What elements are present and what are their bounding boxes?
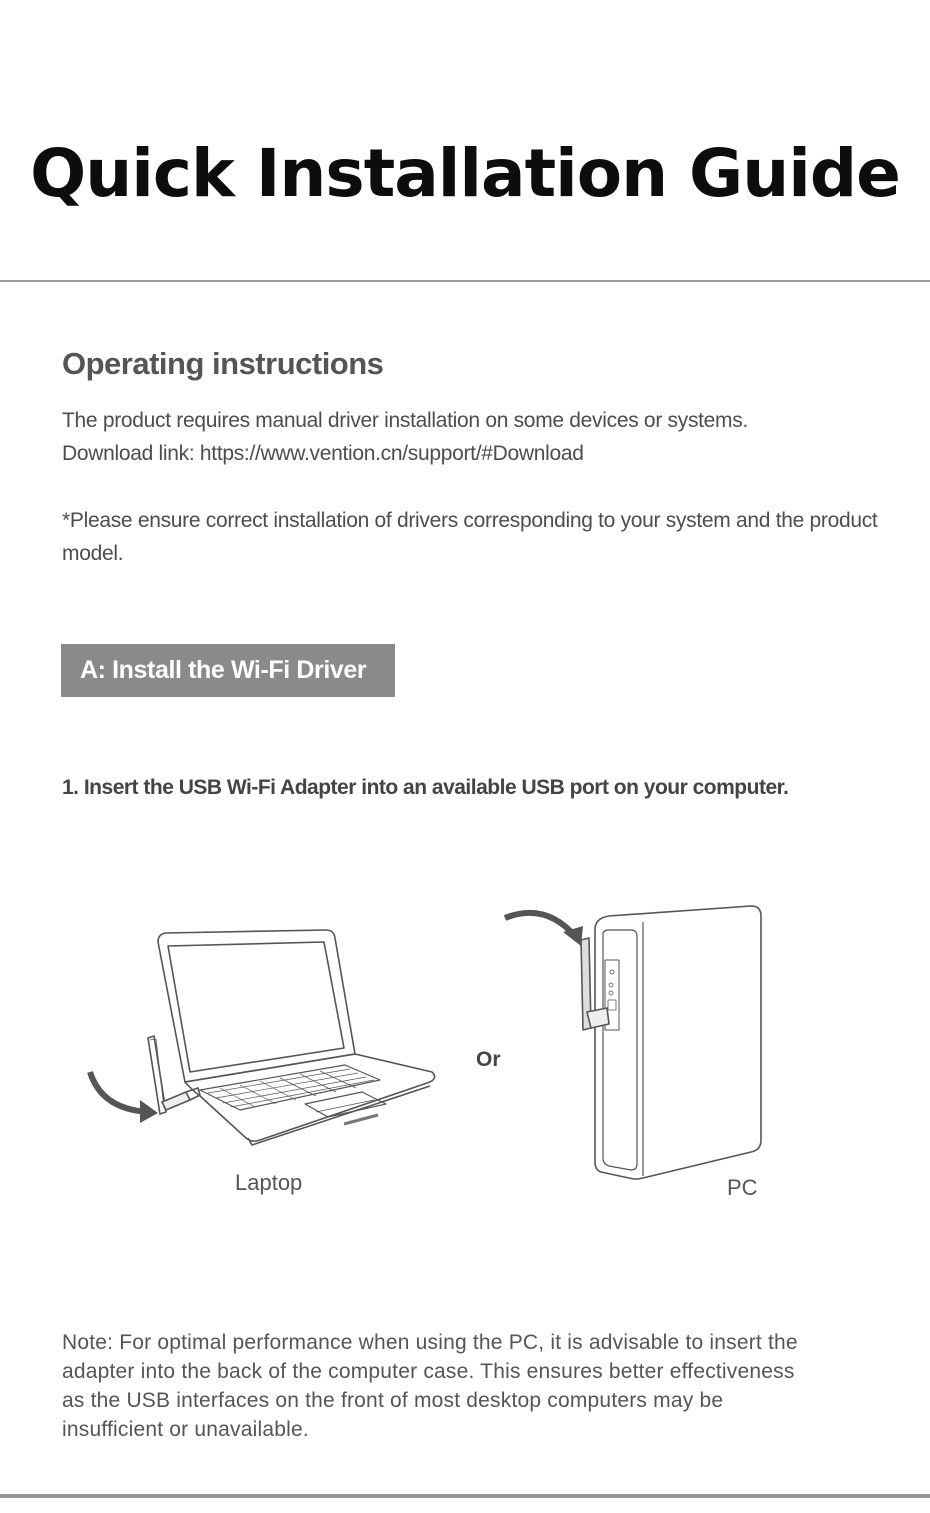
download-link[interactable]: Download link: https://www.vention.cn/su… — [62, 442, 584, 465]
desktop-tower-with-usb-adapter-icon — [503, 905, 762, 1180]
page-title: Quick Installation Guide — [30, 135, 901, 212]
laptop-caption: Laptop — [235, 1170, 303, 1195]
operating-instructions-heading: Operating instructions — [62, 346, 384, 381]
header-divider — [0, 280, 930, 282]
laptop-with-usb-adapter-icon — [87, 929, 436, 1146]
driver-requirement-line: The product requires manual driver insta… — [62, 409, 748, 432]
or-separator: Or — [476, 1048, 501, 1071]
section-a-badge: A: Install the Wi-Fi Driver — [61, 644, 395, 697]
placement-note: Note: For optimal performance when using… — [62, 1331, 798, 1441]
step-1-text: 1. Insert the USB Wi-Fi Adapter into an … — [62, 776, 789, 799]
pc-caption: PC — [727, 1175, 758, 1200]
driver-requirement-text: The product requires manual driver insta… — [62, 404, 748, 470]
footer-divider — [0, 1494, 930, 1498]
driver-warning-text: *Please ensure correct installation of d… — [62, 509, 878, 565]
